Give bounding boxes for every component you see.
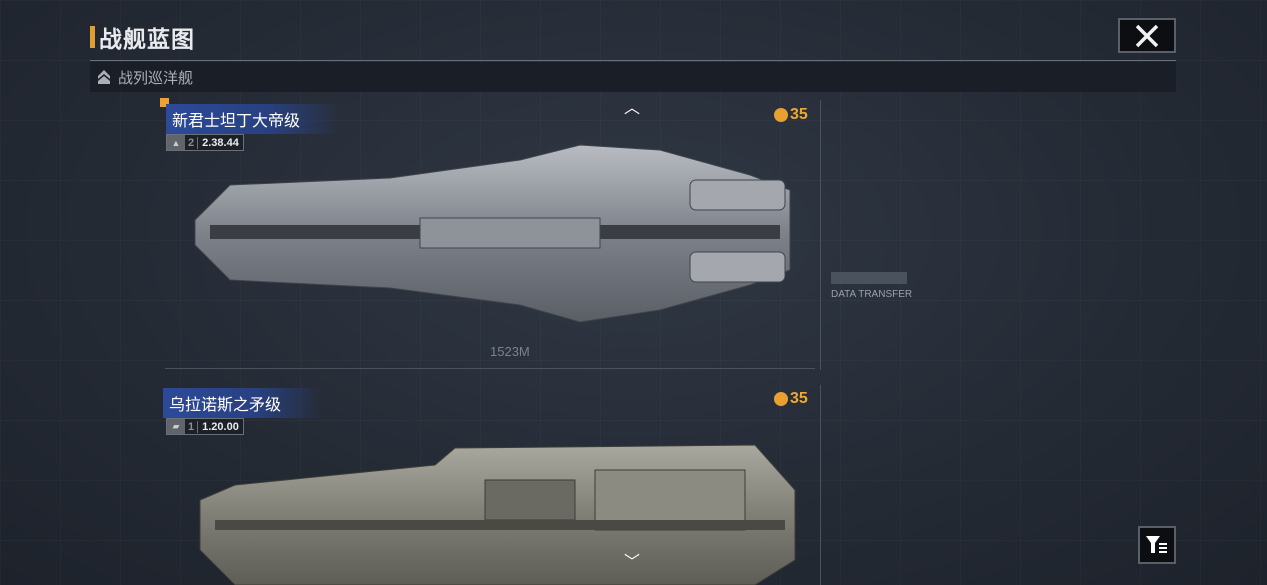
ship-stat: ▰ 1 1.20.00 [166, 418, 244, 435]
close-icon [1135, 24, 1159, 47]
filter-icon [1146, 536, 1167, 553]
cost-value: 35 [790, 106, 808, 123]
ship-image[interactable] [195, 440, 800, 585]
decor-line [820, 385, 821, 585]
cost-icon [774, 108, 788, 122]
scroll-down-icon[interactable]: ﹀ [624, 554, 641, 571]
decor-line [820, 100, 821, 370]
length-label: 1523M [490, 344, 530, 359]
page-title: 战舰蓝图 [90, 20, 195, 54]
title-accent-bar [90, 26, 95, 48]
scroll-up-icon[interactable]: ︿ [624, 100, 641, 117]
ship-class-icon: ▰ [167, 419, 185, 434]
selected-marker [160, 98, 169, 107]
measure-line [165, 368, 815, 369]
category-bar[interactable]: 战列巡洋舰 [90, 62, 1176, 92]
data-transfer-label: DATA TRANSFER [831, 289, 913, 300]
ship-cost: 35 [774, 106, 808, 124]
close-button[interactable] [1118, 18, 1176, 53]
ship-tier: 2 [185, 136, 199, 149]
ship-name[interactable]: 乌拉诺斯之矛级 [163, 388, 322, 418]
ship-stat-value: 2.38.44 [202, 136, 239, 149]
ship-tier: 1 [185, 420, 199, 433]
category-label: 战列巡洋舰 [118, 69, 194, 87]
rank-chevron-icon [98, 70, 110, 84]
ship-image[interactable] [190, 140, 800, 330]
decor-bar [831, 272, 907, 284]
filter-button[interactable] [1138, 526, 1176, 564]
cost-icon [774, 392, 788, 406]
ship-stat-value: 1.20.00 [202, 420, 239, 433]
ship-name[interactable]: 新君士坦丁大帝级 [166, 104, 341, 134]
cost-value: 35 [790, 390, 808, 407]
page-title-text: 战舰蓝图 [99, 26, 195, 52]
ship-class-icon: ▲ [167, 135, 185, 150]
ship-cost: 35 [774, 390, 808, 408]
divider [90, 60, 1176, 61]
ship-stat: ▲ 2 2.38.44 [166, 134, 244, 151]
